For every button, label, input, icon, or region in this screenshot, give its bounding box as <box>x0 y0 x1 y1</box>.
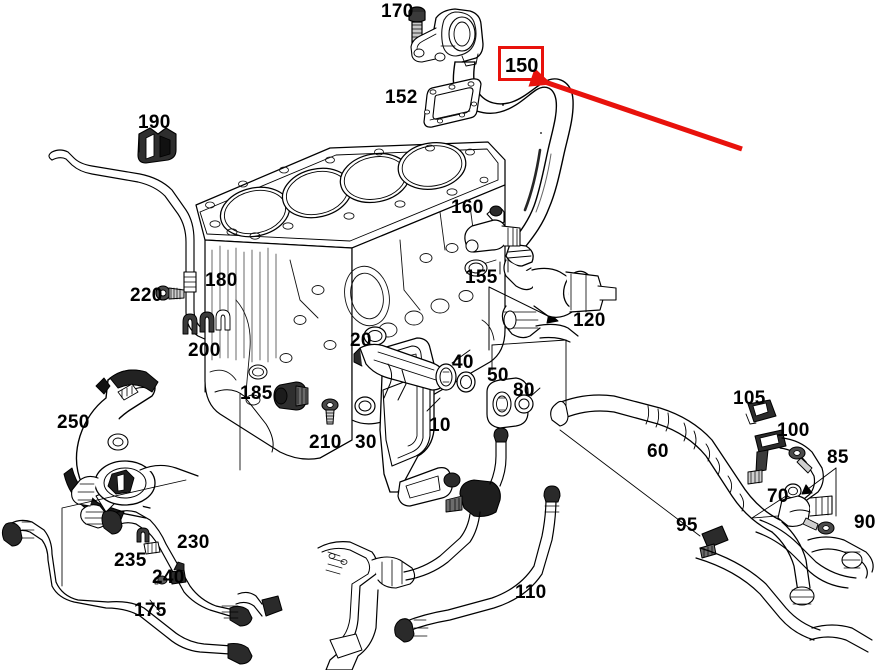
callout-170: 170 <box>381 1 414 22</box>
part-40-seal <box>435 349 471 391</box>
callout-80: 80 <box>513 380 535 401</box>
callout-240: 240 <box>152 567 185 588</box>
callout-90: 90 <box>854 512 876 533</box>
callout-235: 235 <box>114 550 147 571</box>
callout-152: 152 <box>385 87 418 108</box>
highlight-box-150 <box>498 46 544 81</box>
part-80-ring <box>514 387 541 414</box>
callout-250: 250 <box>57 412 90 433</box>
callout-230: 230 <box>177 532 210 553</box>
callout-30: 30 <box>355 432 377 453</box>
part-10-oil-cooler <box>353 337 461 507</box>
part-210-bolt <box>321 398 339 425</box>
part-50-ring <box>456 371 476 393</box>
callout-180: 180 <box>205 270 238 291</box>
callout-50: 50 <box>487 365 509 386</box>
callout-70: 70 <box>767 486 789 507</box>
part-20-oring <box>351 326 387 391</box>
bottom-left-stub <box>235 591 283 617</box>
callout-105: 105 <box>733 388 766 409</box>
callout-220: 220 <box>130 285 163 306</box>
callout-10: 10 <box>429 415 451 436</box>
part-185-sensor <box>248 364 309 411</box>
part-175-hose <box>1 519 253 665</box>
callout-110: 110 <box>515 582 547 603</box>
callout-210: 210 <box>309 432 342 453</box>
callout-200: 200 <box>188 340 221 361</box>
callout-85: 85 <box>827 447 849 468</box>
callout-185: 185 <box>240 383 273 404</box>
callout-40: 40 <box>452 352 474 373</box>
part-190-clip <box>137 127 177 164</box>
callout-190: 190 <box>138 112 171 133</box>
callout-60: 60 <box>647 441 669 462</box>
guide-lines <box>61 393 241 587</box>
callout-160: 160 <box>451 197 484 218</box>
part-200-clips <box>182 309 231 335</box>
part-220-bolt <box>155 285 185 301</box>
part-160-fitting <box>464 205 521 277</box>
part-230-hose <box>101 510 253 627</box>
callout-95: 95 <box>676 515 698 536</box>
highlight-label-150: 150 <box>505 55 539 77</box>
lower-center-housing <box>317 541 416 670</box>
part-235-clip <box>136 527 161 555</box>
part-60-hose <box>550 394 781 537</box>
center-bottom-sensor <box>403 427 509 581</box>
engine-block <box>195 141 506 460</box>
callout-100: 100 <box>777 420 810 441</box>
part-150-upper-bracket <box>410 8 484 67</box>
part-170-bolt <box>408 6 426 49</box>
callout-20: 20 <box>350 330 372 351</box>
part-152-gasket <box>423 78 482 128</box>
part-240-clip <box>154 561 187 585</box>
right-side-assembly <box>695 399 874 653</box>
part-120-water-pump <box>499 258 617 343</box>
lower-right-hose <box>771 521 815 606</box>
callout-155: 155 <box>465 267 498 288</box>
callout-175: 175 <box>134 600 167 621</box>
part-110-hose <box>394 485 561 643</box>
part-30-oring <box>354 396 376 416</box>
callout-120: 120 <box>573 310 606 331</box>
thermostat-housing <box>71 460 199 507</box>
